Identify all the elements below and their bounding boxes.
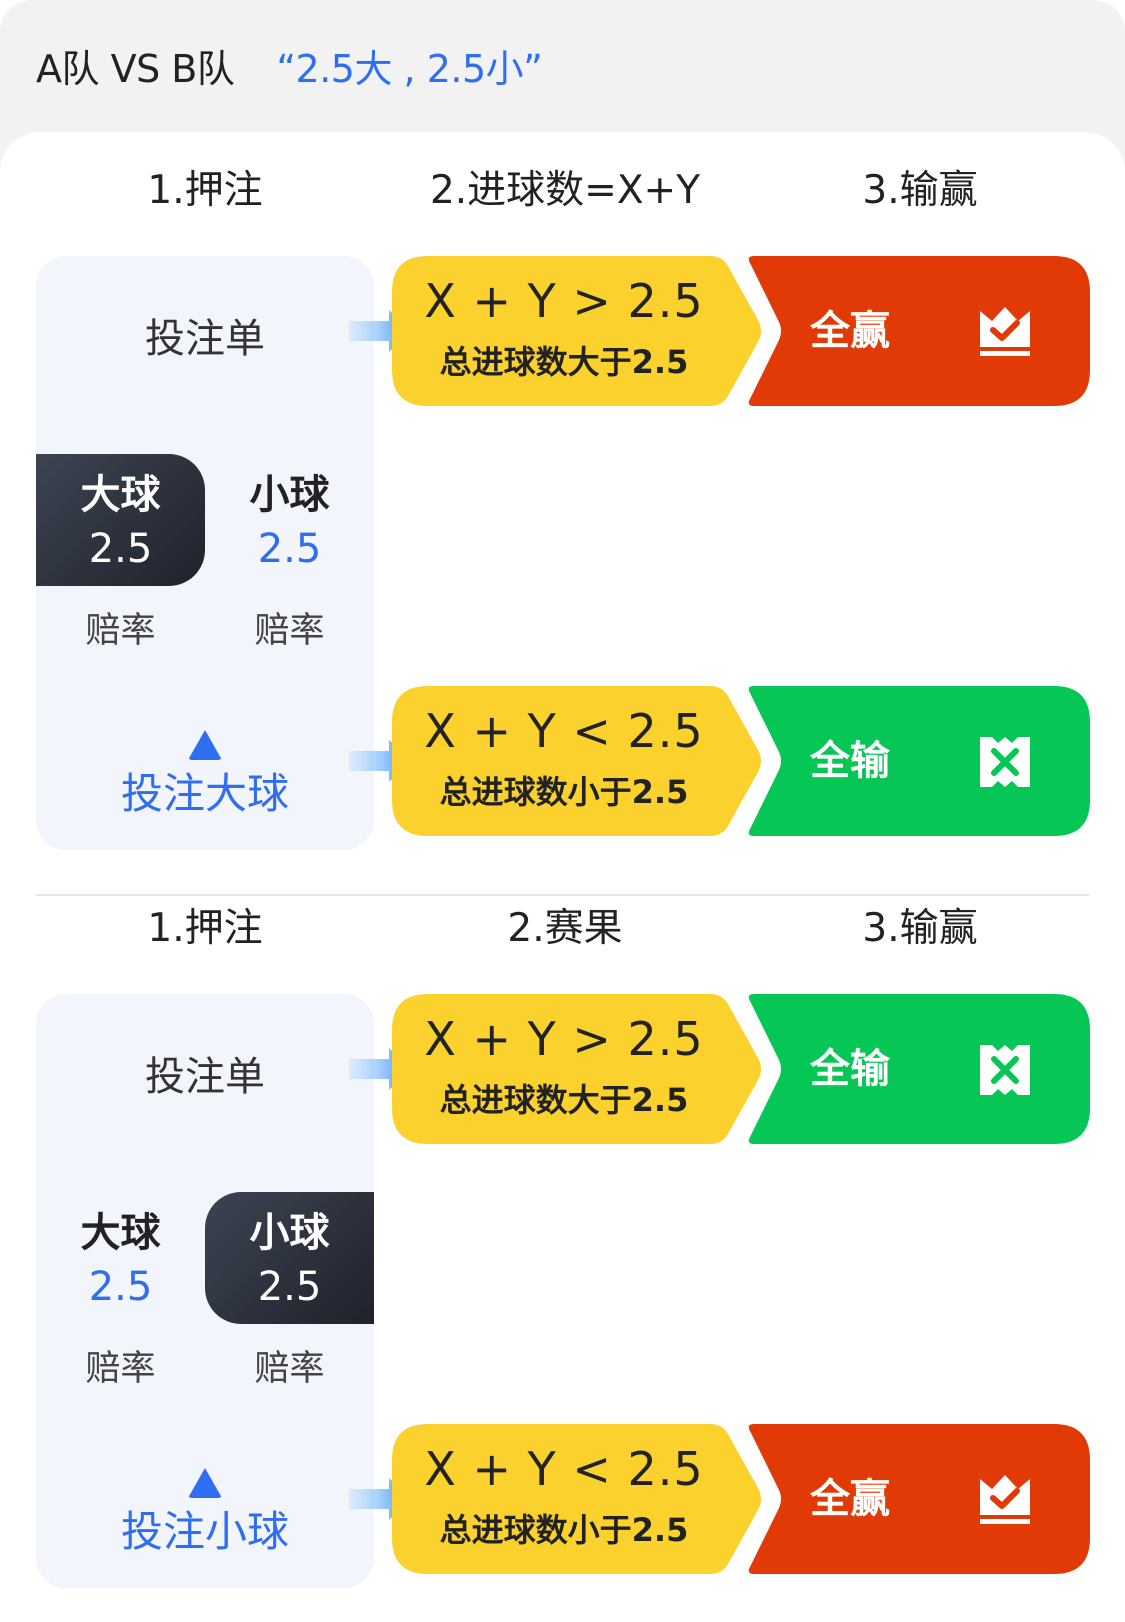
option-under[interactable]: 小球 2.5 xyxy=(205,454,374,586)
option-line: 2.5 xyxy=(88,1264,153,1310)
result-label: 全赢 xyxy=(810,308,890,354)
bet-slip: 投注单大球 2.5 赔率 小球 2.5 赔率投注小球 xyxy=(36,994,374,1588)
result-label: 全输 xyxy=(810,738,890,784)
option-over[interactable]: 大球 2.5 xyxy=(36,1192,205,1324)
header-bet: 1.押注 xyxy=(147,168,263,213)
condition-chevron: X + Y < 2.5 总进球数小于2.5 xyxy=(392,1424,764,1574)
torn-x-icon xyxy=(980,1045,1030,1095)
result-win: 全赢 xyxy=(744,1424,1090,1574)
header-bet: 1.押注 xyxy=(147,906,263,951)
condition-shape xyxy=(392,686,761,836)
condition-chevron: X + Y > 2.5 总进球数大于2.5 xyxy=(392,994,764,1144)
header-goals: 2.赛果 xyxy=(507,906,623,951)
match-header: A队 VS B队 “2.5大 , 2.5小” xyxy=(36,40,543,91)
condition-expression: X + Y > 2.5 xyxy=(424,1012,704,1066)
bet-slip: 投注单大球 2.5 赔率 小球 2.5 赔率投注大球 xyxy=(36,256,374,850)
place-bet-label: 投注小球 xyxy=(120,1507,289,1556)
result-shape xyxy=(748,256,1090,406)
condition-expression: X + Y > 2.5 xyxy=(424,274,704,328)
option-name: 大球 xyxy=(80,1210,161,1256)
bet-section: 1.押注 2.赛果 3.输赢投注单大球 2.5 赔率 小球 2.5 赔率投注小球 X + Y >… xyxy=(0,894,1125,1622)
odds-label: 赔率 xyxy=(85,1349,156,1389)
condition-chevron: X + Y > 2.5 总进球数大于2.5 xyxy=(392,256,764,406)
place-bet-button[interactable]: 投注大球 xyxy=(36,730,374,820)
header-outcome: 3.输赢 xyxy=(862,906,978,951)
header-outcome: 3.输赢 xyxy=(862,168,978,213)
option-line: 2.5 xyxy=(257,1264,322,1310)
condition-chevron: X + Y < 2.5 总进球数小于2.5 xyxy=(392,686,764,836)
option-name: 大球 xyxy=(80,472,161,518)
place-bet-label: 投注大球 xyxy=(120,769,289,818)
bet-slip-title: 投注单 xyxy=(145,316,265,362)
result-label: 全输 xyxy=(810,1046,890,1092)
option-under[interactable]: 小球 2.5 xyxy=(205,1192,374,1324)
result-lose: 全输 xyxy=(744,686,1090,836)
odds-label: 赔率 xyxy=(254,1349,325,1389)
match-teams: A队 VS B队 xyxy=(36,46,235,91)
condition-description: 总进球数小于2.5 xyxy=(439,1511,689,1549)
option-over[interactable]: 大球 2.5 xyxy=(36,454,205,586)
option-name: 小球 xyxy=(249,1210,330,1256)
result-label: 全赢 xyxy=(810,1476,890,1522)
section-divider xyxy=(36,894,1089,896)
condition-expression: X + Y < 2.5 xyxy=(424,704,704,758)
place-bet-button[interactable]: 投注小球 xyxy=(36,1468,374,1558)
option-line: 2.5 xyxy=(88,526,153,572)
bet-slip-title: 投注单 xyxy=(145,1054,265,1100)
header-goals: 2.进球数=X+Y xyxy=(429,168,701,213)
condition-description: 总进球数大于2.5 xyxy=(439,343,689,381)
betting-line: “2.5大 , 2.5小” xyxy=(276,46,543,91)
condition-shape xyxy=(392,1424,761,1574)
result-lose: 全输 xyxy=(744,994,1090,1144)
condition-shape xyxy=(392,256,761,406)
crown-check-icon xyxy=(980,1475,1030,1524)
torn-x-icon xyxy=(980,737,1030,787)
result-shape xyxy=(748,994,1090,1144)
condition-description: 总进球数小于2.5 xyxy=(439,773,689,811)
crown-check-icon xyxy=(980,307,1030,356)
bet-section: 1.押注 2.进球数=X+Y 3.输赢投注单大球 2.5 赔率 小球 2.5 赔率投注大球 X … xyxy=(0,156,1125,896)
option-name: 小球 xyxy=(249,472,330,518)
condition-description: 总进球数大于2.5 xyxy=(439,1081,689,1119)
odds-label: 赔率 xyxy=(85,611,156,651)
result-shape xyxy=(748,686,1090,836)
triangle-up-icon xyxy=(188,1468,222,1498)
odds-label: 赔率 xyxy=(254,611,325,651)
result-shape xyxy=(748,1424,1090,1574)
condition-expression: X + Y < 2.5 xyxy=(424,1442,704,1496)
condition-shape xyxy=(392,994,761,1144)
triangle-up-icon xyxy=(188,730,222,760)
option-line: 2.5 xyxy=(257,526,322,572)
result-win: 全赢 xyxy=(744,256,1090,406)
